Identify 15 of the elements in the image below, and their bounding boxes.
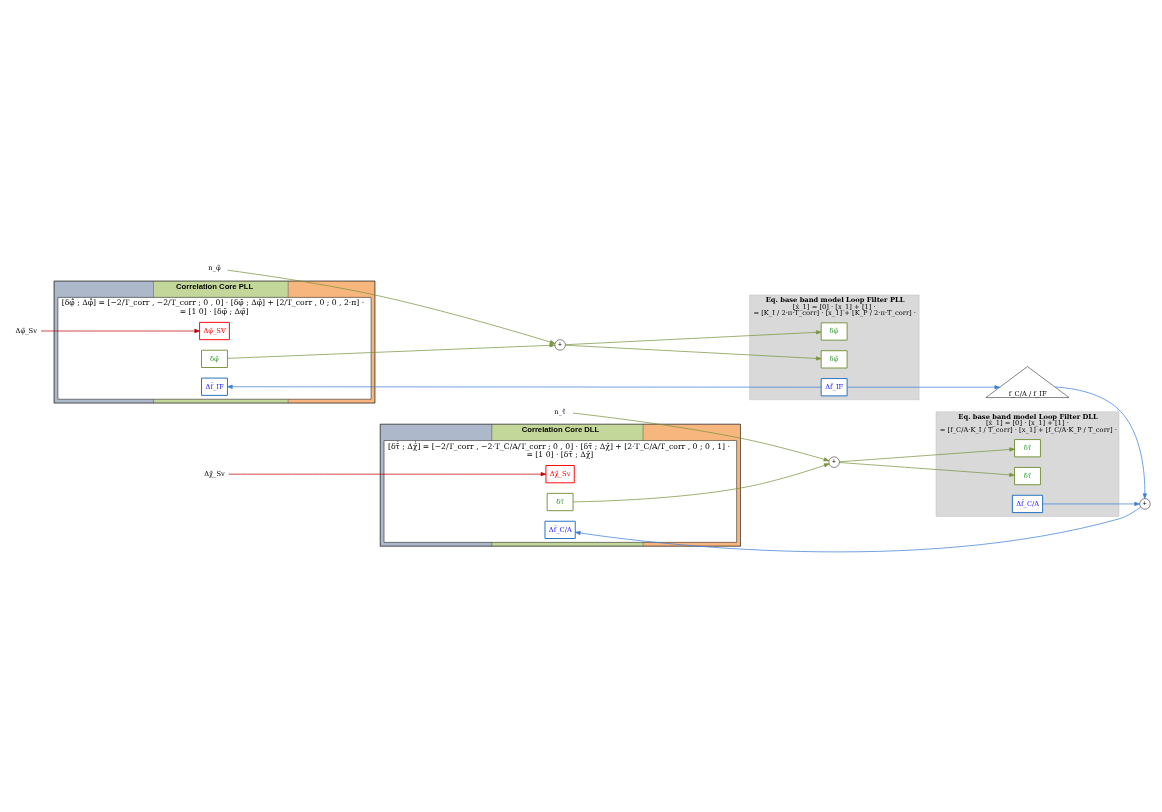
arrow — [575, 506, 1141, 553]
arrow — [839, 462, 1015, 477]
arrow — [228, 472, 547, 477]
arrow — [565, 344, 822, 361]
arrow — [1042, 501, 1140, 506]
arrow — [227, 269, 556, 345]
arrow — [227, 343, 556, 359]
arrow — [572, 463, 830, 503]
arrow — [565, 330, 822, 346]
arrow — [572, 412, 830, 462]
arrow — [40, 328, 200, 334]
arrow — [839, 447, 1015, 463]
arrow — [1054, 386, 1147, 499]
arrow — [227, 384, 822, 389]
arrow — [846, 385, 1000, 390]
